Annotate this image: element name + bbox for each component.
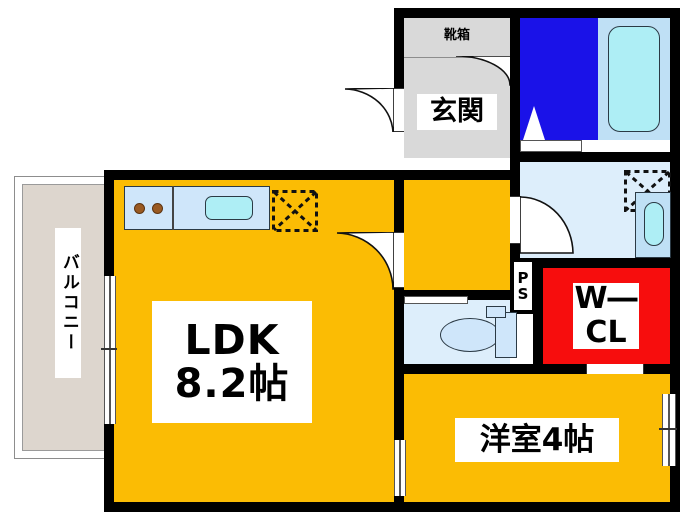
washroom-door-opening[interactable] (510, 196, 520, 244)
wall-entrance-below (394, 170, 520, 180)
entrance-label: 玄関 (417, 94, 497, 130)
kitchen-sink-basin (205, 196, 253, 220)
wall-toilet-left (394, 290, 404, 374)
entrance-door-arc[interactable] (344, 87, 395, 134)
washroom-arc-svg (519, 194, 574, 254)
bedroom-window-handle (659, 428, 677, 430)
entrance-arc-svg (344, 87, 395, 134)
shoebox-label: 靴箱 (443, 28, 470, 44)
shoebox-arc-svg (455, 55, 512, 86)
washroom-door-arc[interactable] (519, 194, 574, 254)
balcony-door-handle (101, 348, 117, 350)
bathtub (608, 26, 660, 132)
kitchen-counter-divider (172, 186, 174, 230)
vanity-basin (644, 202, 664, 246)
toilet-tank (495, 312, 517, 358)
balcony-sliding-door[interactable] (104, 276, 116, 424)
wall-bath-bottom (510, 152, 680, 162)
entrance-door-upper-pocket (344, 132, 404, 170)
stove-burner-right (152, 203, 163, 214)
bath-door-triangle-icon (523, 106, 545, 140)
ldk-name: LDK (184, 316, 280, 365)
wall-bath-top (514, 8, 680, 18)
closet-door-opening[interactable] (586, 364, 644, 374)
stove-burner-left (134, 203, 145, 214)
bedroom-window[interactable] (662, 394, 676, 466)
wall-closet-left (533, 258, 543, 374)
bedroom-label: 洋室4帖 (455, 418, 619, 462)
ldk-hall-arc-svg (336, 231, 395, 290)
ldk-bedroom-partition-window[interactable] (394, 440, 406, 496)
bath-entry-door[interactable] (520, 140, 582, 152)
closet-label-line2: CL (585, 315, 627, 350)
wall-entrance-top (394, 8, 520, 18)
wall-toilet-bottom (394, 364, 543, 374)
shoebox-area (404, 18, 510, 58)
balcony-label: バルコニー (55, 228, 81, 378)
wall-toilet-top (394, 290, 510, 300)
wall-washroom-bottom (510, 258, 680, 268)
closet-label: W― CL (573, 281, 639, 350)
ldk-hall-door-opening[interactable] (394, 232, 404, 288)
dashed-x-marker (272, 190, 318, 232)
toilet-door[interactable] (404, 296, 468, 304)
refrigerator-space-icon (272, 190, 318, 232)
toilet-flush-plate (486, 306, 506, 318)
wall-ldk-top (104, 170, 404, 180)
entrance-front-door-opening[interactable] (394, 88, 404, 132)
closet-label-line1: W― (574, 281, 638, 317)
ldk-hall-door-arc[interactable] (336, 231, 395, 290)
toilet-bowl (440, 318, 500, 352)
ps-label-line2: S (517, 285, 529, 303)
ldk-label: LDK 8.2帖 (152, 301, 312, 423)
ldk-size: 8.2帖 (174, 360, 290, 407)
wall-bottom-main (104, 502, 680, 512)
shoebox-door-arc[interactable] (455, 55, 512, 86)
ps-label-line1: P (517, 268, 529, 287)
ps-label: P S (514, 262, 532, 310)
wall-bath-left (510, 8, 520, 160)
